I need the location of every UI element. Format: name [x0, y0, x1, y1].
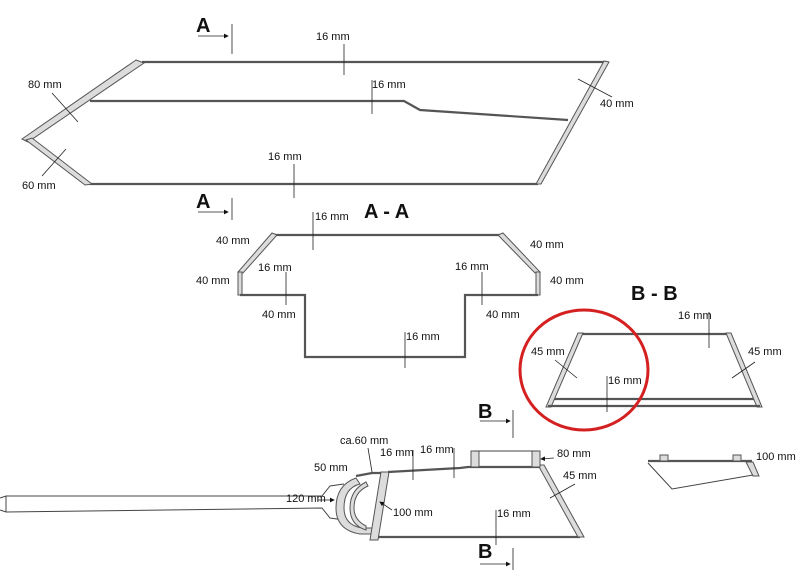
dim-rear-plate: 40 mm [600, 98, 634, 110]
dim-line [540, 456, 555, 462]
dim-line [379, 501, 393, 511]
dim-mantlet-ca60: ca.60 mm [340, 435, 388, 447]
dim-aa-right-inner: 16 mm [455, 261, 489, 273]
dim-aa-left-lower: 40 mm [262, 309, 296, 321]
dim-line [577, 78, 613, 98]
dim-aa-left-side: 40 mm [196, 275, 230, 287]
dim-mantlet-50: 50 mm [314, 462, 348, 474]
dim-detail: 100 mm [756, 451, 796, 463]
dim-line [554, 359, 578, 379]
dim-roof-front: 16 mm [380, 447, 414, 459]
dim-front-lower: 60 mm [22, 180, 56, 192]
cupola-right [531, 450, 541, 468]
mid-plate [90, 99, 569, 122]
aa-lower-hull [240, 293, 538, 359]
detail-block-right [732, 454, 742, 462]
dim-line [367, 447, 373, 473]
hull-roof [387, 465, 540, 474]
cupola-left [470, 450, 480, 468]
dim-front-plate: 100 mm [393, 507, 433, 519]
section-bb-title: B - B [631, 283, 678, 305]
dim-mantlet-120: 120 mm [286, 493, 326, 505]
dim-roof-mid: 16 mm [420, 444, 454, 456]
dim-front-upper: 80 mm [28, 79, 62, 91]
dim-cupola: 80 mm [557, 448, 591, 460]
dim-bb-right: 45 mm [748, 346, 782, 358]
top-view: A A 16 mm 16 mm 80 mm 60 mm 16 mm 40 mm [21, 15, 634, 220]
dim-floor: 16 mm [497, 508, 531, 520]
front-lower-plate [24, 137, 94, 186]
rear-slope-plate [537, 464, 585, 538]
section-marker-a-top: A [196, 15, 210, 37]
dim-aa-right-slope: 40 mm [530, 239, 564, 251]
dim-bb-roof: 16 mm [678, 310, 712, 322]
dim-aa-left-slope: 40 mm [216, 235, 250, 247]
rear-plate [535, 60, 610, 185]
bb-left-side [545, 332, 584, 408]
dim-aa-right-lower: 40 mm [486, 309, 520, 321]
dim-line [51, 92, 79, 123]
aa-right-side [535, 271, 541, 296]
detail-block-left [659, 454, 669, 462]
highlight-circle [518, 308, 650, 432]
section-bb: B - B 16 mm 45 mm 45 mm 16 mm [518, 283, 782, 432]
dim-bb-floor: 16 mm [608, 375, 642, 387]
dim-line [731, 361, 756, 379]
section-marker-b-top: B [478, 401, 492, 423]
dim-bottom-plate: 16 mm [268, 151, 302, 163]
dim-top-plate: 16 mm [316, 31, 350, 43]
section-marker-a-bottom: A [196, 191, 210, 213]
dim-line [549, 483, 576, 499]
aa-left-slope [237, 232, 278, 274]
gun-barrel-top [0, 483, 345, 499]
gun-barrel-bottom [0, 507, 345, 521]
dim-aa-right-side: 40 mm [550, 275, 584, 287]
aa-left-side [237, 271, 243, 296]
dim-aa-roof: 16 mm [315, 211, 349, 223]
dim-aa-floor: 16 mm [406, 331, 440, 343]
dim-rear: 45 mm [563, 470, 597, 482]
dim-mid-plate: 16 mm [372, 79, 406, 91]
section-aa-title: A - A [364, 201, 409, 223]
mantlet-inner [349, 481, 369, 531]
detail-rear-plate [745, 461, 760, 477]
section-marker-b-bottom: B [478, 541, 492, 563]
section-aa: A - A 16 mm 40 mm 16 mm 40 mm 40 mm 40 m… [196, 201, 584, 368]
rear-detail: 100 mm [647, 451, 796, 490]
detail-outline [647, 462, 754, 490]
side-view: B B ca.60 mm 50 mm 120 mm 100 mm 16 mm [0, 401, 597, 570]
dim-aa-left-inner: 16 mm [258, 262, 292, 274]
dim-bb-left: 45 mm [531, 346, 565, 358]
dim-line [41, 148, 67, 177]
